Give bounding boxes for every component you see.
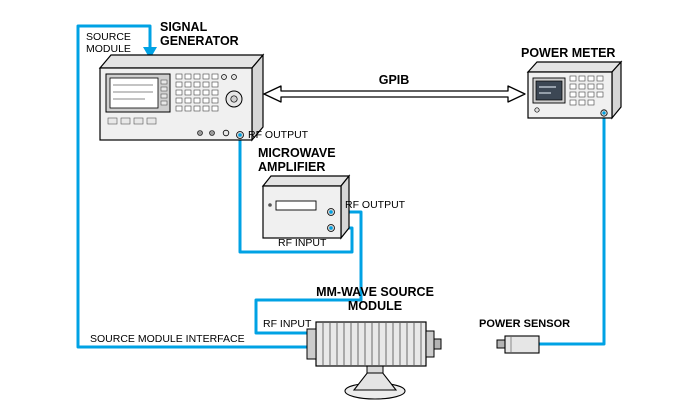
module-fins [322, 323, 422, 365]
power-sensor-tip [496, 339, 506, 349]
signal-generator [98, 53, 265, 142]
microwave-amplifier-label-line2: AMPLIFIER [258, 160, 325, 174]
small-button [534, 107, 540, 113]
power-meter [526, 60, 623, 120]
connector [222, 129, 230, 137]
signal-generator-side [251, 53, 264, 142]
mm-wave-module-label-line2: MODULE [348, 299, 402, 313]
signal-generator-rf-output-label: RF OUTPUT [248, 129, 309, 141]
sensor-connector-dot [602, 111, 606, 115]
connector [197, 130, 203, 136]
amplifier-slot [275, 200, 317, 211]
amplifier-rf-input-label: RF INPUT [278, 237, 327, 249]
connector [209, 130, 215, 136]
rf-output-connector-dot [238, 133, 242, 137]
signal-generator-top [98, 54, 265, 69]
signal-generator-display [109, 77, 159, 109]
power-sensor-label: POWER SENSOR [479, 318, 570, 330]
source-module-callout-line2: MODULE [86, 43, 131, 55]
module-output-nub [433, 338, 442, 350]
source-module-callout-line1: SOURCE [86, 31, 131, 43]
mm-wave-source-module [306, 321, 442, 400]
power-meter-side [611, 60, 622, 120]
microwave-amplifier [261, 174, 351, 240]
module-neck [366, 365, 384, 374]
cable-arrowhead-icon [143, 47, 157, 59]
signal-generator-label-line2: GENERATOR [160, 34, 239, 48]
mm-wave-module-label-line1: MM-WAVE SOURCE [316, 285, 434, 299]
microwave-amplifier-label-line1: MICROWAVE [258, 146, 336, 160]
signal-generator-knob-center [230, 95, 238, 103]
signal-generator-keypad [175, 73, 219, 112]
rf-output-connector-dot [329, 210, 333, 214]
amplifier-led [268, 203, 272, 207]
labels: SOURCE MODULE SIGNAL GENERATOR POWER MET… [86, 20, 615, 345]
module-stand [352, 371, 398, 391]
mm-wave-rf-input-label: RF INPUT [263, 318, 312, 330]
signal-generator-label-line1: SIGNAL [160, 20, 208, 34]
signal-generator-bottom-buttons [107, 117, 157, 125]
module-right-cap [425, 330, 435, 358]
power-meter-display [535, 80, 563, 101]
power-sensor-body [504, 335, 540, 354]
cable-source-module-interface [76, 24, 311, 349]
source-module-interface-label: SOURCE MODULE INTERFACE [90, 333, 245, 345]
power-meter-keypad [569, 75, 604, 106]
amplifier-top [261, 175, 351, 187]
small-button [221, 74, 227, 80]
cable-meter-to-sensor [537, 112, 606, 346]
power-sensor [496, 335, 540, 354]
module-left-cap [306, 328, 317, 360]
gpib-arrow-icon [263, 85, 526, 103]
small-button [231, 74, 237, 80]
gpib-label: GPIB [379, 73, 410, 87]
cables [76, 24, 606, 349]
cable-amp-to-mmwave [254, 210, 363, 335]
amplifier-rf-output-label: RF OUTPUT [345, 199, 406, 211]
power-meter-label: POWER METER [521, 46, 615, 60]
module-body [315, 321, 427, 367]
rf-input-connector-dot [329, 226, 333, 230]
gpib-connection: GPIB [263, 73, 526, 103]
signal-generator-softkeys [160, 79, 168, 106]
power-meter-top [526, 61, 623, 73]
